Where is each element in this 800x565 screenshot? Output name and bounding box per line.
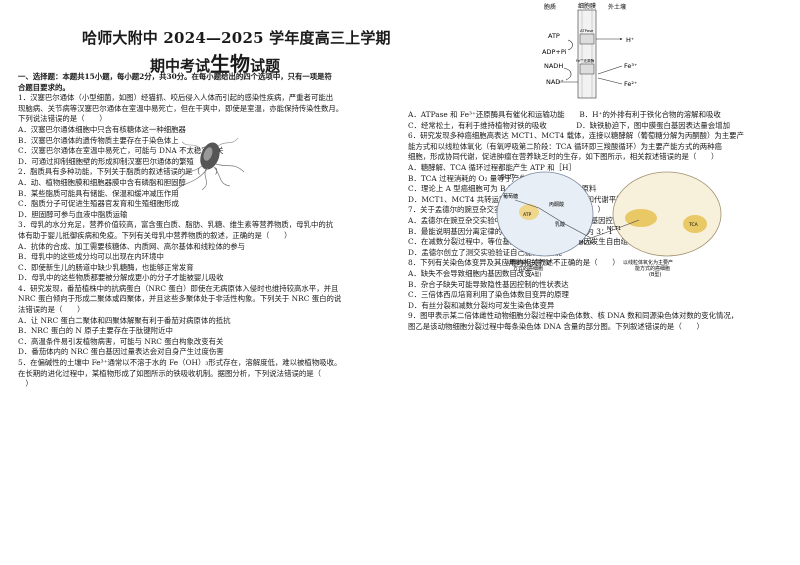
line-q6: 6．研究发现多种癌细胞高表达 MCT1、MCT4 载体，连接以糖酵解（葡萄糖分解… [408, 131, 744, 141]
mct1-label: MCT1 [607, 226, 621, 232]
line-q2: 2．脂质具有多种功能，下列关于脂质的叙述错误的是（ ） [18, 167, 223, 177]
line-q1c: 下列说法错误的是（ ） [18, 114, 107, 124]
line-q1b: 现脑病、关节病等汉塞巴尔通体在室温中易死亡，但在干爽中，即使是室温，亦能保持传染… [18, 103, 344, 113]
line-q6C: C．理论上 A 型癌细胞可为 B 型癌细胞增殖过程提供原料 [408, 184, 597, 194]
h-ion-label: H⁺ [626, 36, 634, 44]
line-q4A: A．让 NRC 蛋白二聚体和四聚体解聚有利于番茄对病原体的抵抗 [18, 315, 231, 325]
line-q8C: C．三倍体西瓜培育利用了染色体数目变异的原理 [408, 290, 569, 300]
nad-label: NAD⁺ [546, 78, 564, 86]
line-q6B: B．TCA 过程消耗的 O₂ 量等于产生的 CO₂ 量 [408, 173, 561, 183]
line-q6c: 细胞，形成协同代谢，促进肿瘤在营养缺乏时的生存，如下图所示，相关叙述错误的是（ … [408, 152, 719, 162]
line-q4c: 法错误的是（ ） [18, 305, 85, 315]
line-q5A: A．ATPase 和 Fe³⁺还原酶具有催化和运输功能 B．H⁺的外排有利于铁化… [408, 110, 721, 119]
line-q3: 3．母乳的水分充足，营养价值较高，富含蛋白质、脂肪、乳糖、维生素等营养物质，母乳… [18, 220, 334, 230]
line-q3D: D．母乳中的这些物质都要被分解成更小的分子才能被婴儿吸收 [18, 273, 224, 283]
membrane-label: 细胞膜 [578, 2, 596, 10]
line-sec1a: 一、选择题：本题共15小题，每小题2分，共30分。在每小题给出的四个选项中，只有… [18, 72, 332, 81]
bacterium-figure [175, 137, 245, 191]
line-q9: 9．图甲表示某二倍体雌性动物细胞分裂过程中染色体数、核 DNA 数和同源染色体对… [408, 311, 739, 321]
line-q2C: C．脂质分子可促进生殖器官发育和生殖细胞形成 [18, 199, 179, 209]
reductase-label: Fe³⁺还原酶 [576, 58, 595, 63]
mct4-label: MCT4 [579, 240, 593, 246]
line-q1A: A．汉塞巴尔通体细胞中只含有核糖体这一种细胞器 [18, 124, 186, 134]
line-q4: 4．研究发现，番茄植株中的抗病蛋白（NRC 蛋白）即使在无病原体入侵时也维持较高… [18, 283, 339, 293]
subject-name: 生物 [210, 52, 251, 76]
cytoplasm-label: 胞质 [544, 3, 556, 11]
lactate-label-a: 乳酸 [555, 221, 565, 228]
line-q3B: B．母乳中的这些成分均可以出现在内环境中 [18, 252, 164, 262]
line-q1D: D．可通过抑制细胞壁的形成抑制汉塞巴尔通体的繁殖 [18, 156, 194, 166]
line-q5: 5．在偏碱性的土壤中 Fe³⁺通常以不溶于水的 Fe（OH）₃形式存在，溶解度低… [18, 358, 342, 368]
line-q3A: A．抗体的合成、加工需要核糖体、内质网、高尔基体和线粒体的参与 [18, 241, 246, 251]
line-sec1b: 合题目要求的。 [18, 82, 70, 92]
line-q7D: D．孟德尔创立了测交实验验证自己提出的假说 [408, 247, 562, 257]
line-q1: 1．汉塞巴尔通体（小型细菌，如图）经猫抓、咬后侵入人体而引起的感染性疾病，严重者… [18, 93, 334, 103]
line-q9b: 图乙是该动物细胞分裂过程中每条染色体 DNA 含量的部分图。下列叙述错误的是（ … [408, 321, 704, 331]
left-column: 一、选择题：本题共15小题，每小题2分，共30分。在每小题给出的四个选项中，只有… [18, 72, 402, 390]
tca-label: TCA [688, 222, 699, 228]
caption-a-line3: (A型) [529, 271, 541, 278]
fe2-label: Fe²⁺ [624, 80, 637, 88]
line-q3C: C．即使新生儿的肠道中缺少乳糖酶，也能够正常发育 [18, 262, 194, 272]
caption-b-line2: 能方式的癌细胞 [635, 265, 670, 272]
line-q5C: C．经常松土，有利于维持植物对铁的吸收 D．缺铁胁迫下，图中膜蛋白基因表达量会增… [408, 120, 730, 130]
glucose-label: 葡萄糖 [503, 193, 518, 200]
exam-title: 哈师大附中 2024—2025 学年度高三上学期 [82, 29, 391, 47]
line-q8B: B．杂合子缺失可能导致隐性基因控制的性状表达 [408, 279, 569, 289]
line-q1B: B．汉塞巴尔通体的遗传物质主要存在于染色体上 [18, 135, 179, 145]
line-q4b: NRC 蛋白倾向于形成二聚体或四聚体，并且这些多聚体处于非活性构象。下列关于 N… [18, 294, 342, 304]
line-q3b: 体有助于婴儿抵御疾病和免疫。下列有关母乳中营养物质的叙述，正确的是（ ） [18, 230, 292, 240]
line-q8D: D．有丝分裂和减数分裂均可发生染色体变异 [408, 300, 555, 310]
line-q5c: ） [18, 379, 33, 389]
pyruvate-label-a: 丙酮酸 [549, 201, 564, 208]
line-q5b: 在长期的进化过程中，某植物形成了如图所示的铁吸收机制。据图分析，下列说法错误的是… [18, 368, 322, 378]
exam-subtitle: 期中考试生物试题 [150, 48, 280, 77]
nadh-label: NADH [544, 62, 563, 70]
atpase-label: ATPase [580, 28, 594, 33]
line-q2A: A．动、植物细胞膜和细胞器膜中含有磷脂和胆固醇 [18, 177, 186, 187]
fe3-label: Fe³⁺ [624, 62, 637, 70]
line-q1C: C．汉塞巴尔通体在室温中易死亡，可能与 DNA 不太稳定有关 [18, 146, 224, 156]
subtitle-pre: 期中考试 [150, 57, 211, 75]
line-q6b: 能方式和以线粒体氧化（有氧呼吸第二阶段：TCA 循环即三羧酸循环）为主要产能方式… [408, 141, 722, 151]
line-q6A: A．糖酵解、TCA 循环过程都能产生 ATP 和［H］ [408, 162, 576, 172]
atp-label: ATP [548, 32, 560, 40]
line-q4B: B．NRC 蛋白的 N 原子主要存在于肽键附近中 [18, 326, 173, 336]
line-q8A: A．缺失不会导致细胞内基因数目改变 [408, 268, 532, 278]
soil-label: 外土壤 [608, 3, 626, 11]
cancer-metabolism-figure: GLUT 葡萄糖 丙酮酸 乳酸 MCT4 MCT1 ATP TCA 以糖酵解为主… [496, 171, 722, 278]
line-q4C: C．高温条件易引发植物病害，可能与 NRC 蛋白构象改变有关 [18, 336, 224, 346]
glut-label: GLUT [501, 174, 515, 180]
atp-label-a: ATP [523, 212, 531, 218]
caption-b-line3: (B型) [649, 271, 661, 278]
subtitle-post: 试题 [250, 57, 281, 75]
iron-uptake-figure: 胞质 细胞膜 外土壤 ATP ADP+Pi NADH NAD⁺ H⁺ Fe³⁺ … [542, 2, 637, 99]
caption-b-line1: 以线粒体氧化为主要产 [623, 259, 673, 266]
line-q8: 8．下列有关染色体变异及其应用的相关叙述不正确的是（ ） [408, 258, 620, 268]
line-q2D: D．胆固醇可参与血液中脂质运输 [18, 209, 128, 219]
caption-a-line2: 方式的癌细胞 [513, 265, 543, 272]
adp-label: ADP+Pi [542, 48, 567, 56]
line-q4D: D．番茄体内的 NRC 蛋白基因过量表达会对自身产生过度伤害 [18, 347, 224, 357]
line-q2B: B．某些脂质可能具有储能、保温和缓冲减压作用 [18, 188, 179, 198]
caption-a-line1: 以糖酵解为主要产能 [505, 259, 550, 266]
